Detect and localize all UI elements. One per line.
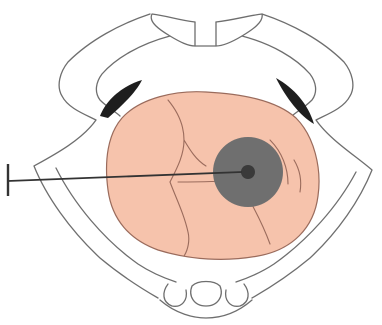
bottom-center-lobe: [191, 282, 221, 307]
bottom-left-lobe: [164, 284, 186, 306]
marker-inner-dot: [241, 165, 255, 179]
bottom-base: [160, 300, 252, 318]
bottom-right-lobe: [226, 284, 248, 306]
top-left-arch: [151, 14, 195, 46]
top-symphysis: [195, 22, 216, 46]
top-right-arch: [216, 14, 262, 46]
